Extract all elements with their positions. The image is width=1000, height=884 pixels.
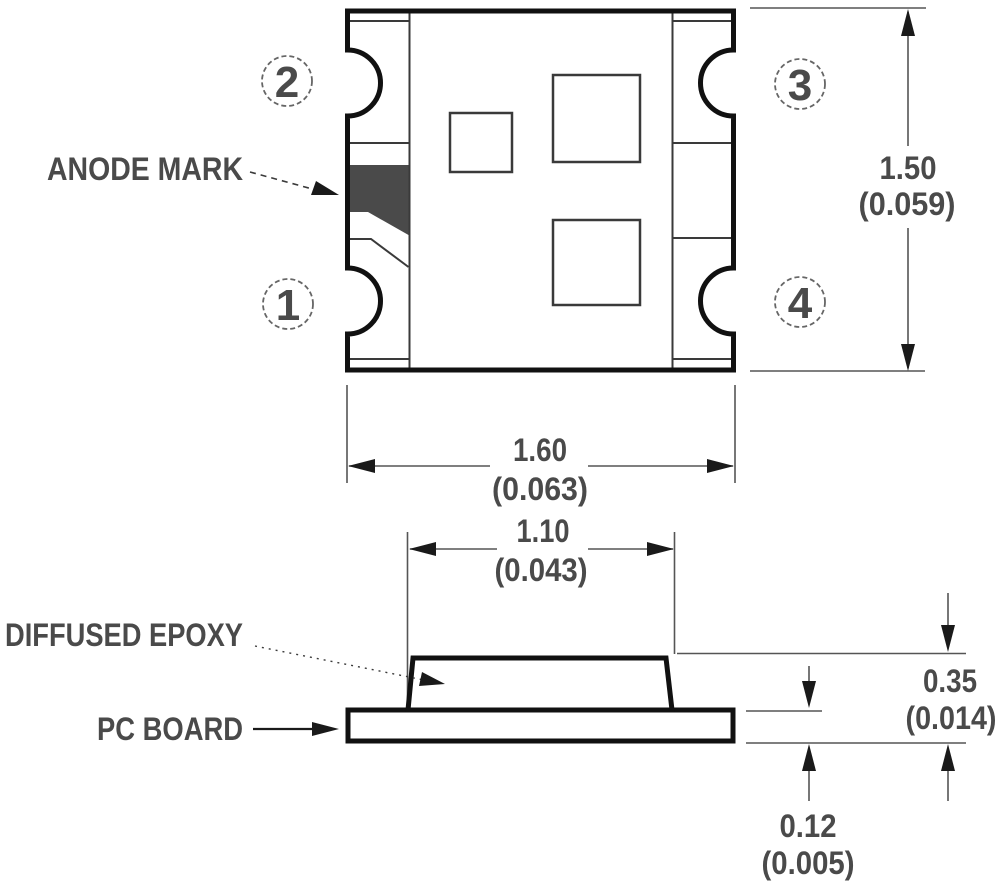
pad-square-top xyxy=(551,73,642,164)
dim-width-arrow-left-icon xyxy=(348,459,375,473)
pin-4-circle xyxy=(774,276,826,328)
dim-total-height: 0.35 (0.014) xyxy=(677,593,997,801)
dim-epoxy-arrow-left-icon xyxy=(409,542,436,556)
dim-height-arrow-down-icon xyxy=(901,344,915,371)
epoxy-leader-line xyxy=(254,645,425,681)
dim-board-arrow-down-icon xyxy=(802,681,816,708)
dim-board-thickness-mm: 0.12 xyxy=(780,808,837,844)
dim-width-in: (0.063) xyxy=(492,471,588,507)
dim-epoxy-width: 1.10 (0.043) xyxy=(406,513,676,706)
dim-total-height-mm: 0.35 xyxy=(923,663,977,699)
pin-2-circle xyxy=(261,55,313,107)
dim-total-height-in: (0.014) xyxy=(906,700,997,736)
pad-square-bottom xyxy=(551,218,642,307)
epoxy-body-shape xyxy=(405,655,675,713)
pin-3-callout: 3 xyxy=(774,58,826,110)
pc-board-arrowhead-icon xyxy=(312,722,339,736)
dim-width-mm: 1.60 xyxy=(513,432,567,468)
pc-board-shape xyxy=(345,707,736,744)
pin-4-label: 4 xyxy=(788,279,813,328)
die-square xyxy=(448,111,514,174)
pin-1-label: 1 xyxy=(276,281,300,330)
dim-epoxy-width-in: (0.043) xyxy=(495,552,588,588)
dim-package-width: 1.60 (0.063) xyxy=(346,385,736,507)
dim-total-arrow-down-icon xyxy=(941,625,955,652)
pc-board-label: PC BOARD xyxy=(97,711,243,747)
pin-1-circle xyxy=(262,278,314,330)
dim-total-arrow-up-icon xyxy=(941,744,955,771)
pin-3-label: 3 xyxy=(788,61,812,110)
dim-height-arrow-up-icon xyxy=(901,9,915,36)
pin-2-label: 2 xyxy=(275,58,299,107)
anode-mark-leader-line xyxy=(249,171,317,191)
diffused-epoxy-label: DIFFUSED EPOXY xyxy=(5,617,243,653)
pin-3-circle xyxy=(774,58,826,110)
pin-1-callout: 1 xyxy=(262,278,314,330)
anode-chevron-line xyxy=(350,238,410,268)
dim-board-thickness-in: (0.005) xyxy=(762,845,855,881)
anode-mark-label: ANODE MARK xyxy=(47,151,243,187)
anode-mark-arrowhead-icon xyxy=(311,181,339,195)
anode-mark-shape xyxy=(350,165,409,235)
pin-2-callout: 2 xyxy=(261,55,313,107)
dim-height-mm: 1.50 xyxy=(880,150,937,186)
dim-board-thickness: 0.12 (0.005) xyxy=(746,666,855,881)
dim-package-height: 1.50 (0.059) xyxy=(750,7,956,372)
top-view: 2 1 3 4 ANODE MARK 1.50 (0.059) xyxy=(47,7,956,507)
dim-epoxy-arrow-right-icon xyxy=(647,542,674,556)
dim-height-in: (0.059) xyxy=(859,186,956,222)
dim-epoxy-width-mm: 1.10 xyxy=(517,513,570,549)
side-view: 1.10 (0.043) DIFFUSED EPOXY PC BOARD 0.3… xyxy=(5,513,997,881)
pin-4-callout: 4 xyxy=(774,276,826,328)
dim-width-arrow-right-icon xyxy=(707,459,734,473)
epoxy-arrowhead-icon xyxy=(419,672,445,686)
dim-board-arrow-up-icon xyxy=(802,744,816,771)
